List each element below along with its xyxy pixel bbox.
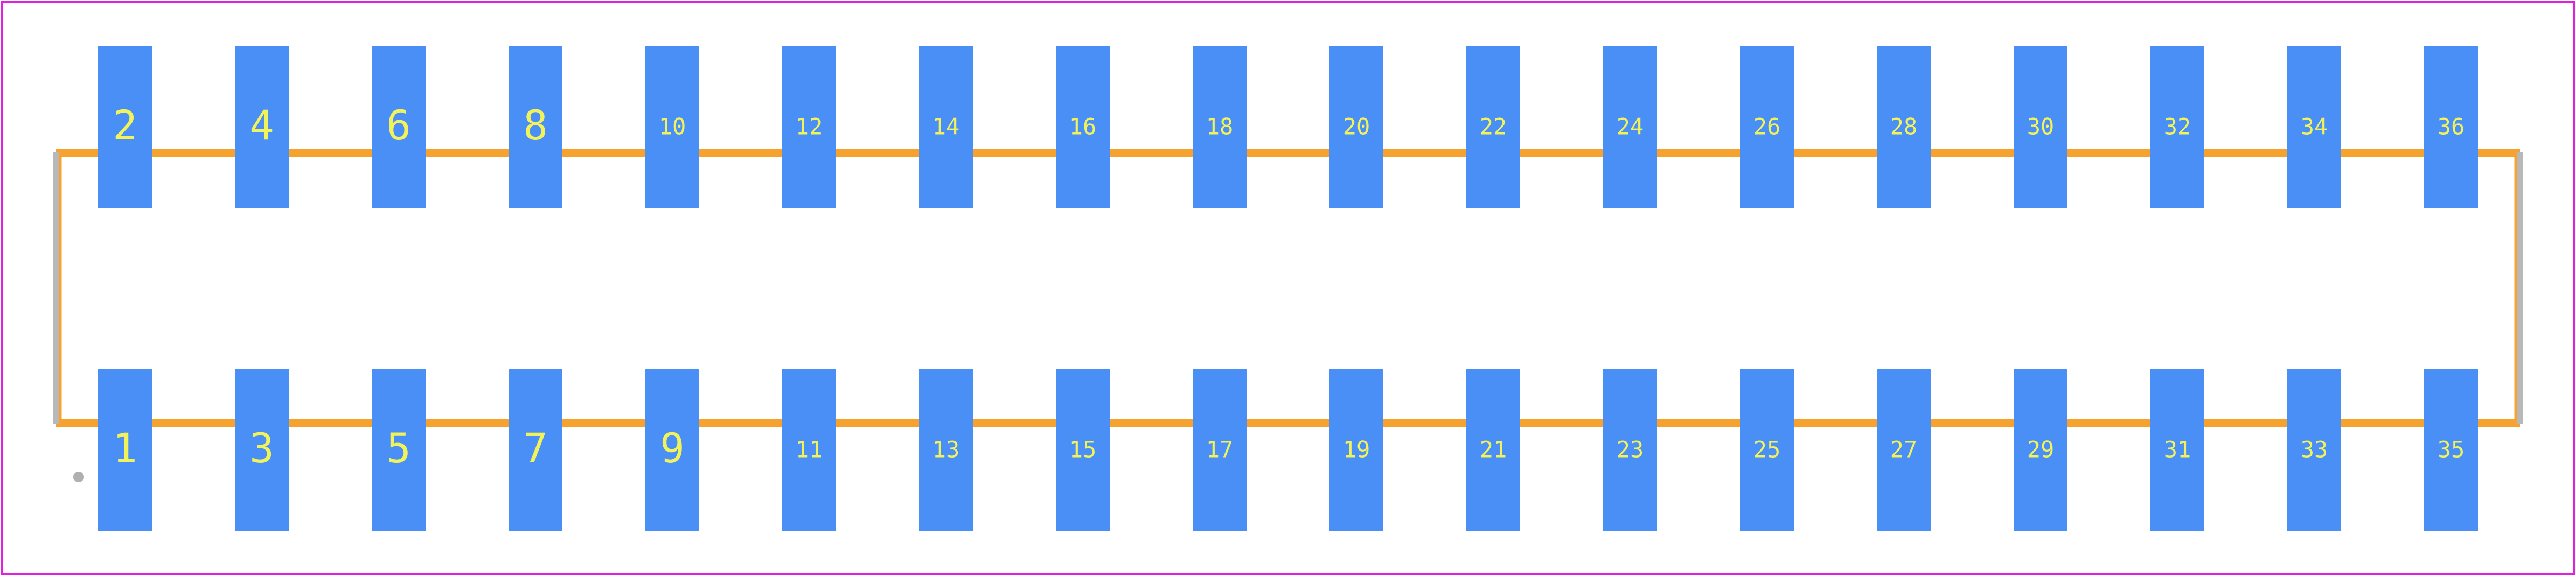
pad-1 [98,369,152,531]
pad-15 [1056,369,1110,531]
pad-label-16: 16 [1069,114,1097,140]
pad-24 [1603,46,1657,208]
pad-label-15: 15 [1069,437,1097,463]
pad-25 [1740,369,1794,531]
pad-label-35: 35 [2438,437,2465,463]
pad-3 [235,369,289,531]
pad-label-21: 21 [1480,437,1507,463]
pad-label-11: 11 [796,437,823,463]
pad-16 [1056,46,1110,208]
pad-12 [782,46,836,208]
pad-19 [1329,369,1383,531]
pad-label-32: 32 [2164,114,2191,140]
pad-label-31: 31 [2164,437,2191,463]
pad-13 [919,369,973,531]
pad-9 [645,369,699,531]
pad-label-4: 4 [249,101,274,149]
pad-label-6: 6 [386,101,411,149]
pad-22 [1466,46,1520,208]
pad-label-29: 29 [2027,437,2055,463]
pad-label-8: 8 [523,101,548,149]
pad-20 [1329,46,1383,208]
pad-17 [1193,369,1247,531]
pad-label-9: 9 [660,424,685,472]
pad-32 [2150,46,2204,208]
pad-label-3: 3 [249,424,274,472]
pad-label-10: 10 [659,114,686,140]
pad-label-25: 25 [1753,437,1781,463]
pad-34 [2287,46,2341,208]
pad-label-20: 20 [1343,114,1370,140]
pad-label-34: 34 [2301,114,2328,140]
pad-label-36: 36 [2438,114,2465,140]
pad-label-28: 28 [1890,114,1918,140]
pad-label-17: 17 [1206,437,1234,463]
pad-label-2: 2 [113,101,137,149]
pad-label-27: 27 [1890,437,1918,463]
pad-label-18: 18 [1206,114,1234,140]
pad-14 [919,46,973,208]
pad-10 [645,46,699,208]
pad-18 [1193,46,1247,208]
pad-label-1: 1 [113,424,137,472]
pad-label-14: 14 [932,114,960,140]
pad-label-13: 13 [932,437,960,463]
pad-26 [1740,46,1794,208]
pad-4 [235,46,289,208]
pad-23 [1603,369,1657,531]
pad-29 [2014,369,2067,531]
pad-label-33: 33 [2301,437,2328,463]
pin1-marker [73,472,84,482]
pad-21 [1466,369,1520,531]
pad-2 [98,46,152,208]
pad-label-26: 26 [1753,114,1781,140]
pad-label-19: 19 [1343,437,1370,463]
pad-35 [2424,369,2478,531]
pad-31 [2150,369,2204,531]
pad-label-5: 5 [386,424,411,472]
pad-label-23: 23 [1617,437,1644,463]
pad-11 [782,369,836,531]
pad-label-12: 12 [796,114,823,140]
pad-label-7: 7 [523,424,548,472]
pad-28 [1877,46,1931,208]
pad-label-24: 24 [1617,114,1644,140]
pad-33 [2287,369,2341,531]
pad-30 [2014,46,2067,208]
pad-5 [372,369,426,531]
pad-27 [1877,369,1931,531]
pad-7 [509,369,562,531]
pad-8 [509,46,562,208]
pad-6 [372,46,426,208]
pad-label-30: 30 [2027,114,2055,140]
pad-36 [2424,46,2478,208]
pad-label-22: 22 [1480,114,1507,140]
